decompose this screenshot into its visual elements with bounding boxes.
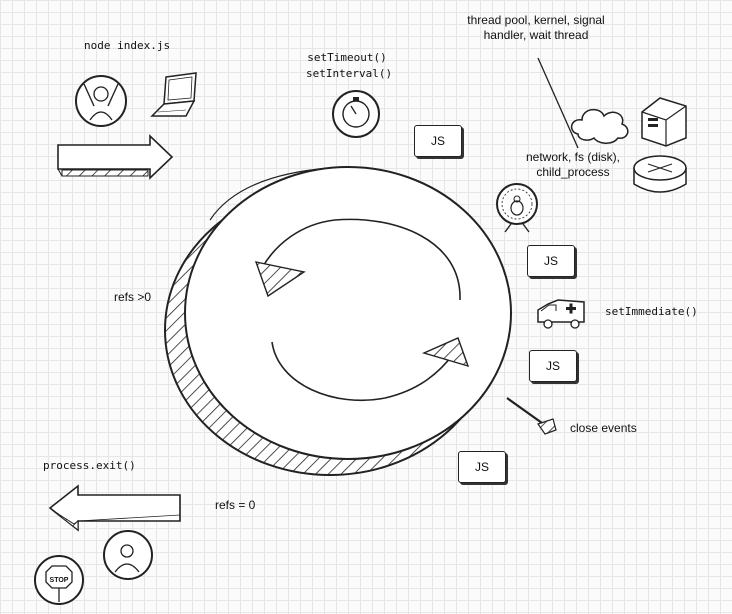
thread-pool-label-line2: handler, wait thread [483, 28, 589, 42]
process-exit-label: process.exit() [43, 459, 136, 472]
server-icon [641, 97, 687, 147]
js-box-close: JS [458, 451, 506, 483]
stop-sign-icon [34, 555, 84, 605]
refs-gt-zero-label: refs >0 [114, 290, 152, 304]
person-icon [103, 530, 153, 580]
broom-icon [506, 397, 557, 435]
thread-pool-label-line1: thread pool, kernel, signal [467, 13, 605, 27]
network-label-line2: child_process [536, 165, 610, 179]
ambulance-icon [537, 299, 585, 329]
laptop-icon [150, 72, 197, 117]
event-loop-ring [164, 166, 512, 476]
arrow-right-icon [57, 134, 174, 180]
js-box-timers: JS [414, 125, 462, 157]
js-box-io: JS [527, 245, 575, 277]
set-immediate-label: setImmediate() [605, 305, 698, 318]
cloud-icon [570, 108, 629, 144]
refs-eq-zero-label: refs = 0 [215, 498, 256, 512]
person-cheering-icon [75, 75, 127, 127]
loop-arrow-top [254, 218, 461, 301]
network-label-line1: network, fs (disk), [525, 150, 621, 164]
pointer-line [537, 57, 579, 149]
hamster-wheel-icon [496, 183, 538, 233]
stopwatch-icon [332, 90, 380, 138]
stop-sign-text: STOP [49, 577, 69, 584]
arrow-left-icon [48, 484, 181, 532]
router-icon [633, 155, 687, 193]
loop-arrow-bottom [271, 337, 470, 402]
set-timeout-label: setTimeout() [307, 51, 387, 64]
set-interval-label: setInterval() [306, 67, 393, 80]
js-box-immediate: JS [529, 350, 577, 382]
close-events-label: close events [570, 421, 637, 435]
node-index-label: node index.js [84, 39, 171, 52]
